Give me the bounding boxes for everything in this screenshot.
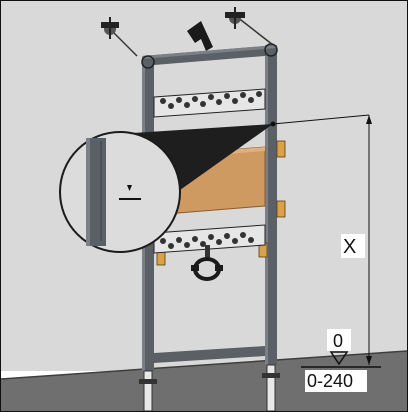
frame-bottom-rail: [154, 346, 265, 363]
height-dimension: X: [270, 114, 372, 365]
lower-mounting-bracket: [153, 224, 266, 254]
upper-mounting-bracket: [153, 88, 266, 118]
frame-feet: [139, 364, 280, 411]
detail-magnifier: [59, 124, 273, 253]
height-label: X: [343, 236, 356, 258]
floor-edge: [1, 350, 407, 380]
wall-anchor-left: [101, 17, 138, 57]
floor: [1, 351, 407, 411]
floor-level-marker: 0 0-240: [301, 329, 381, 392]
direction-arrow: [187, 21, 213, 51]
level-triangle-icon: [329, 351, 349, 366]
range-label: 0-240: [307, 371, 353, 391]
pipe-clamp: [191, 245, 223, 281]
level-label: 0: [333, 331, 343, 351]
wall-anchor-right: [225, 7, 274, 46]
